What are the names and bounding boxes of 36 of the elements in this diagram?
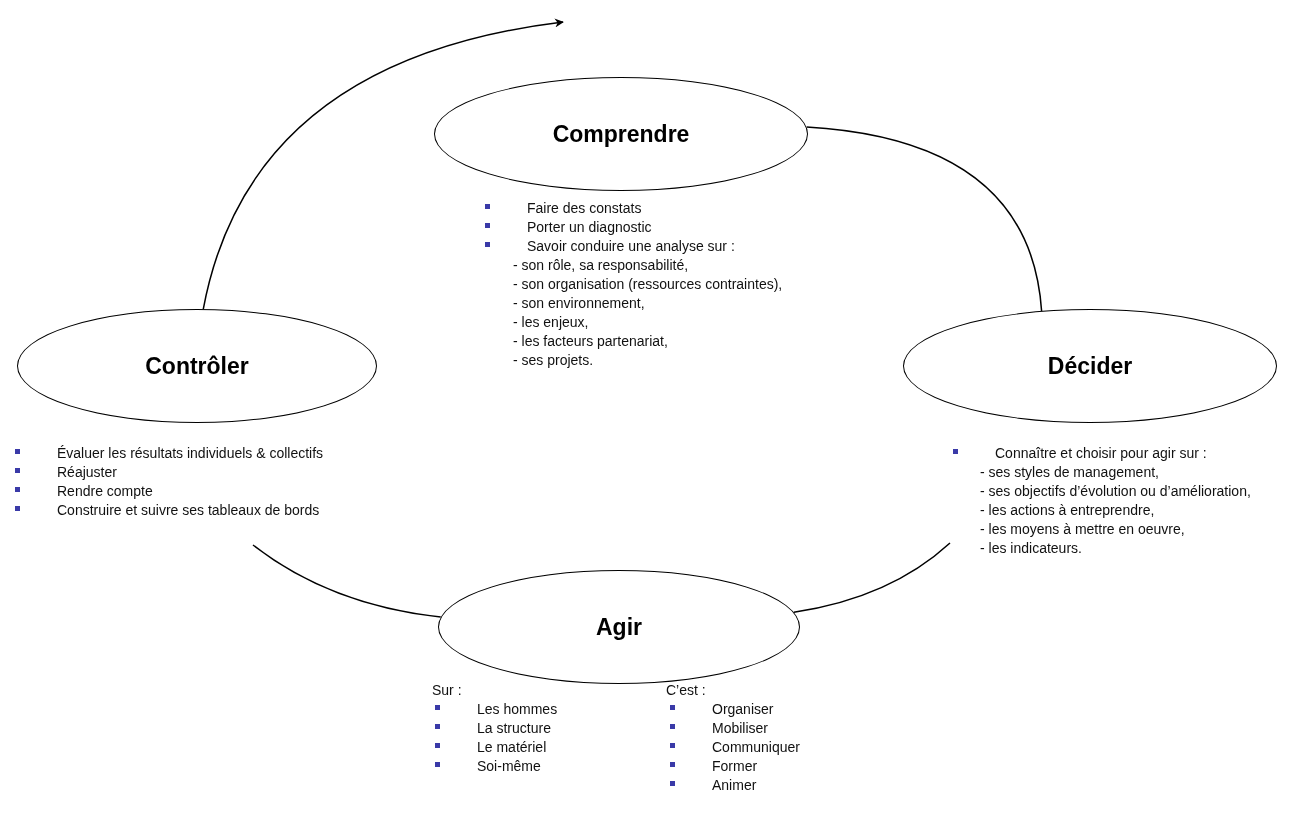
bullet-text: Les hommes [477, 700, 558, 719]
list-text: - son organisation (ressources contraintes), [513, 275, 783, 294]
bullet-text: Soi-même [477, 757, 541, 776]
bullet-text: Faire des constats [527, 199, 642, 218]
bullet-text: Le matériel [477, 738, 547, 757]
curved-arrow [202, 18, 564, 310]
list-text: - les facteurs partenariat, [513, 332, 668, 351]
list-text: - ses styles de management, [980, 463, 1159, 482]
bullet-text: Communiquer [712, 738, 800, 757]
node-title: Décider [1047, 352, 1133, 380]
bullet-text: Porter un diagnostic [527, 218, 652, 237]
curved-connector [793, 542, 951, 613]
bullet-text: Animer [712, 776, 757, 795]
list-text: - les actions à entreprendre, [980, 501, 1155, 520]
bullet-text: Organiser [712, 700, 774, 719]
node-title: Comprendre [552, 120, 690, 148]
list-text: - les enjeux, [513, 313, 589, 332]
bullet-text: Rendre compte [57, 482, 153, 501]
list-text: - les indicateurs. [980, 539, 1082, 558]
bullet-text: La structure [477, 719, 551, 738]
bullet-text: Savoir conduire une analyse sur : [527, 237, 735, 256]
list-text: - son environnement, [513, 294, 645, 313]
bullet-text: Mobiliser [712, 719, 768, 738]
list-text: - son rôle, sa responsabilité, [513, 256, 689, 275]
list-text: - ses objectifs d’évolution ou d’amélioration, [980, 482, 1251, 501]
node-title: Agir [596, 613, 642, 641]
list-text: - ses projets. [513, 351, 594, 370]
node-title: Contrôler [145, 352, 249, 380]
list-text: Sur : [432, 681, 462, 700]
bullet-text: Construire et suivre ses tableaux de bords [57, 501, 320, 520]
bullet-text: Former [712, 757, 758, 776]
bullet-text: Connaître et choisir pour agir sur : [995, 444, 1207, 463]
list-text: - les moyens à mettre en oeuvre, [980, 520, 1185, 539]
list-text: C’est : [666, 681, 706, 700]
bullet-text: Réajuster [57, 463, 117, 482]
bullet-text: Évaluer les résultats individuels & collectifs [57, 444, 324, 463]
